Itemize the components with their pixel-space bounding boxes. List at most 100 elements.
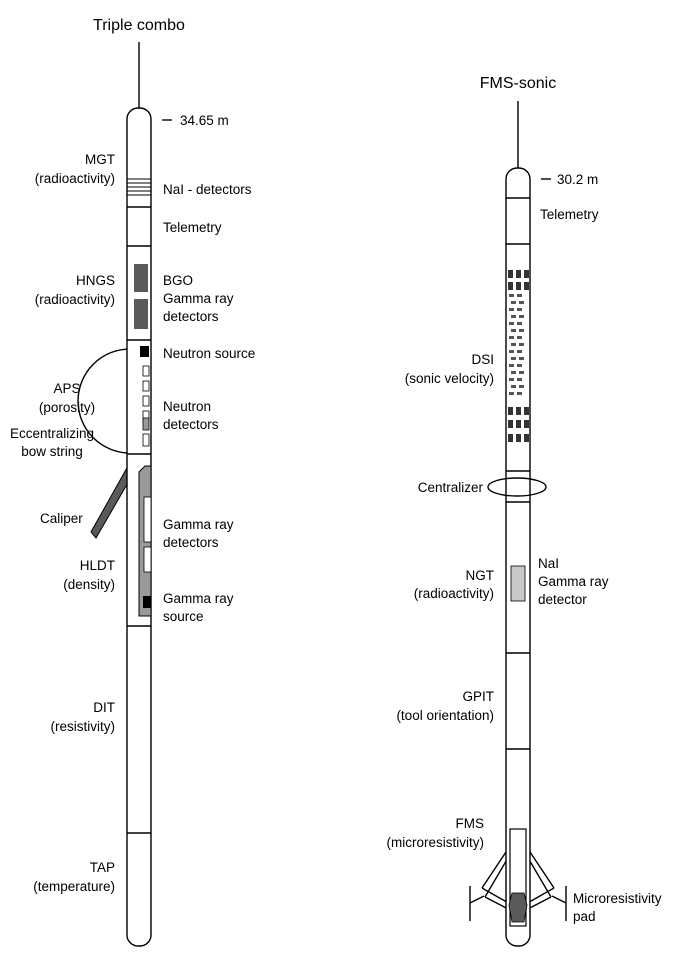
caliper-label: Caliper — [40, 511, 83, 526]
dsi-receiver-element — [519, 315, 524, 318]
hldt-detector — [143, 546, 152, 573]
dit-name: DIT — [93, 700, 115, 715]
nai-detector-stripes — [127, 178, 151, 196]
dsi-receiver-element — [517, 350, 522, 353]
dsi-receiver-element — [517, 378, 522, 381]
dsi-receiver-element — [519, 329, 524, 332]
gpit-type: (tool orientation) — [396, 708, 494, 723]
fms-sonic-body — [505, 167, 531, 947]
ngt-detector — [510, 565, 526, 602]
dsi-receiver-element — [508, 270, 513, 278]
hldt-source-label-2: source — [163, 609, 204, 624]
dsi-receiver-element — [519, 371, 524, 374]
tap-type: (temperature) — [33, 879, 115, 894]
dsi-type: (sonic velocity) — [405, 371, 494, 386]
hldt-detectors-label-2: detectors — [163, 535, 219, 550]
bow-string — [77, 348, 131, 454]
dsi-receiver-element — [509, 308, 514, 311]
dsi-receiver-element — [524, 270, 529, 278]
dsi-receiver-element — [508, 282, 513, 290]
fms-telemetry-label: Telemetry — [540, 207, 599, 222]
dsi-receiver-element — [517, 308, 522, 311]
hldt-type: (density) — [63, 577, 115, 592]
bow-string-label-1: Eccentralizing — [10, 426, 94, 441]
fms-type: (microresistivity) — [387, 835, 485, 850]
triple-combo-depth: 34.65 m — [180, 113, 229, 128]
hngs-name: HNGS — [76, 273, 115, 288]
hldt-detector — [143, 496, 152, 543]
neutron-source-label: Neutron source — [163, 346, 255, 361]
dsi-receiver-element — [511, 301, 516, 304]
pad-link — [551, 895, 567, 904]
pad-label-1: Microresistivity — [573, 891, 662, 906]
dsi-receiver-element — [511, 371, 516, 374]
hldt-name: HLDT — [80, 558, 115, 573]
telemetry-label: Telemetry — [163, 220, 222, 235]
dsi-receiver-element — [516, 420, 521, 428]
ngt-detector-label-2: Gamma ray — [538, 574, 609, 589]
dsi-receiver-element — [509, 378, 514, 381]
dsi-receiver-element — [509, 294, 514, 297]
dsi-receiver-element — [517, 336, 522, 339]
dsi-receiver-element — [519, 301, 524, 304]
dsi-receiver-element — [524, 420, 529, 428]
bow-string-label-2: bow string — [21, 444, 83, 459]
ngt-type: (radioactivity) — [414, 586, 494, 601]
dsi-receiver-element — [511, 315, 516, 318]
fms-electrode — [508, 892, 528, 923]
dsi-receiver-element — [524, 434, 529, 442]
dsi-receiver-element — [517, 392, 522, 395]
dsi-receiver-element — [509, 350, 514, 353]
dsi-receiver-element — [516, 282, 521, 290]
dsi-name: DSI — [471, 352, 494, 367]
bgo-detector — [134, 264, 148, 292]
dsi-receiver-element — [516, 407, 521, 415]
dsi-receiver-element — [508, 434, 513, 442]
neutron-detectors — [142, 365, 150, 447]
triple-combo-tool: Triple combo — [10, 17, 255, 947]
dsi-receiver-element — [511, 385, 516, 388]
dsi-receiver-element — [524, 282, 529, 290]
bgo-label-1: BGO — [163, 273, 193, 288]
pad-link — [469, 895, 485, 904]
nai-detectors-label: NaI - detectors — [163, 182, 252, 197]
dsi-receiver-element — [516, 270, 521, 278]
dsi-receiver-element — [517, 364, 522, 367]
ngt-detector-label-3: detector — [538, 592, 587, 607]
dsi-receiver-element — [509, 322, 514, 325]
dsi-receiver-element — [517, 294, 522, 297]
fms-sonic-tool: FMS-sonic — [387, 75, 662, 947]
bgo-detector — [134, 299, 148, 329]
hldt-source-block — [143, 596, 151, 608]
dsi-receiver-element — [508, 407, 513, 415]
tap-name: TAP — [90, 860, 115, 875]
triple-combo-title: Triple combo — [93, 17, 185, 34]
dsi-receiver-element — [519, 343, 524, 346]
mgt-type: (radioactivity) — [35, 171, 115, 186]
centralizer-label: Centralizer — [418, 480, 484, 495]
hldt-detectors-label-1: Gamma ray — [163, 517, 234, 532]
dsi-receiver-element — [509, 336, 514, 339]
neutron-detectors-label-2: detectors — [163, 417, 219, 432]
fms-name: FMS — [456, 816, 485, 831]
bgo-label-2: Gamma ray — [163, 291, 234, 306]
neutron-source-block — [140, 346, 149, 357]
aps-type: (porosity) — [39, 400, 95, 415]
bgo-label-3: detectors — [163, 309, 219, 324]
ngt-name: NGT — [466, 568, 495, 583]
dsi-receiver-element — [519, 357, 524, 360]
dsi-receiver-element — [517, 322, 522, 325]
dsi-receiver-element — [516, 434, 521, 442]
dsi-receiver-element — [511, 343, 516, 346]
hngs-type: (radioactivity) — [35, 292, 115, 307]
pad-label-2: pad — [573, 909, 596, 924]
dsi-receiver-element — [509, 364, 514, 367]
dsi-receiver-element — [509, 392, 514, 395]
aps-name: APS — [53, 381, 80, 396]
centralizer-ring — [487, 477, 547, 497]
mgt-name: MGT — [85, 152, 115, 167]
dsi-receiver-array — [508, 270, 529, 442]
neutron-detectors-label-1: Neutron — [163, 399, 211, 414]
dsi-receiver-element — [508, 420, 513, 428]
